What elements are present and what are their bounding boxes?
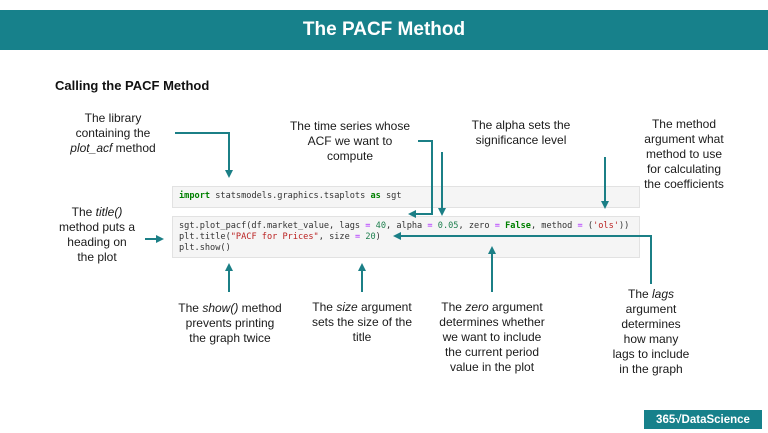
note-zero-arg-line: The zero argument	[428, 300, 556, 315]
note-size-arg-text: argument	[357, 300, 412, 314]
code-operator: =	[354, 232, 361, 242]
code-text: , size	[318, 232, 355, 242]
note-size-arg-line: title	[352, 330, 372, 344]
note-size-arg-line: sets the size of the	[311, 315, 413, 329]
note-show-fn-text: method	[238, 301, 282, 315]
code-text: plt.title(	[179, 232, 231, 242]
code-text: ))	[618, 221, 630, 231]
note-title-fn-line: The title()	[52, 205, 142, 220]
note-title-fn-line: heading on	[67, 235, 127, 249]
code-keyword: as	[370, 191, 381, 201]
page-title: The PACF Method	[302, 19, 466, 40]
note-method-line: method to use	[645, 147, 723, 161]
note-time-series-line: compute	[326, 149, 374, 163]
brand-logo: 365√DataScience	[644, 410, 762, 429]
arrow-library	[175, 132, 233, 178]
code-operator: =	[427, 221, 433, 231]
note-lags-arg-line: argument	[625, 302, 677, 316]
code-operator: =	[494, 221, 500, 231]
note-method-line: The method	[651, 117, 717, 131]
code-text: )	[375, 232, 381, 242]
code-number: 0.05	[437, 221, 459, 231]
code-text: , method	[530, 221, 578, 231]
code-number: 40	[375, 221, 386, 231]
note-zero-arg-italic: zero	[465, 300, 489, 314]
code-keyword: False	[505, 221, 531, 231]
note-method: The method argument what method to use f…	[628, 117, 740, 192]
brand-logo-text: 365√DataScience	[656, 413, 750, 426]
note-title-fn-line: method puts a	[58, 220, 136, 234]
code-text: sgt	[380, 191, 402, 201]
note-title-fn-italic: title()	[95, 205, 123, 219]
code-line-plot-pacf: sgt.plot_pacf(df.market_value, lags = 40…	[179, 221, 633, 232]
note-lags-arg-text: The	[627, 287, 652, 301]
header-banner: The PACF Method	[0, 10, 768, 50]
note-lags-arg-line: in the graph	[619, 362, 683, 376]
note-library-text: method	[112, 141, 156, 155]
note-method-line: the coefficients	[644, 177, 724, 191]
code-keyword: import	[179, 191, 211, 201]
note-library-line: The library	[84, 111, 142, 125]
note-show-fn-text: The	[178, 301, 203, 315]
note-lags-arg-line: The lags	[596, 287, 706, 302]
note-title-fn-line: the plot	[77, 250, 117, 264]
note-zero-arg-line: we want to include	[442, 330, 542, 344]
note-lags-arg-italic: lags	[652, 287, 675, 301]
note-lags-arg-line: how many	[623, 332, 679, 346]
note-zero-arg-line: value in the plot	[449, 360, 535, 374]
code-text: statsmodels.graphics.tsaplots	[210, 191, 371, 201]
note-zero-arg-line: the current period	[444, 345, 540, 359]
code-number: 20	[365, 232, 376, 242]
code-text: sgt.plot_pacf(df.market_value, lags	[179, 221, 366, 231]
note-library-line: plot_acf method	[58, 141, 168, 156]
note-show-fn-italic: show()	[202, 301, 239, 315]
note-alpha-line: The alpha sets the	[471, 118, 571, 132]
note-title-fn: The title() method puts a heading on the…	[52, 205, 142, 265]
note-library-line: containing the	[75, 126, 151, 140]
code-operator: =	[577, 221, 583, 231]
note-alpha-line: significance level	[475, 133, 567, 147]
note-lags-arg-line: lags to include	[612, 347, 690, 361]
note-show-fn-line: prevents printing	[185, 316, 275, 330]
code-text: , alpha	[386, 221, 428, 231]
note-method-line: for calculating	[646, 162, 722, 176]
note-library-italic: plot_acf	[70, 141, 113, 155]
section-title: Calling the PACF Method	[55, 78, 210, 93]
note-lags-arg-line: determines	[621, 317, 681, 331]
code-line-plt-show: plt.show()	[179, 243, 231, 253]
arrow-lags	[393, 232, 652, 284]
note-zero-arg: The zero argument determines whether we …	[428, 300, 556, 375]
note-library: The library containing the plot_acf meth…	[58, 111, 168, 156]
note-show-fn: The show() method prevents printing the …	[165, 301, 295, 346]
note-lags-arg: The lags argument determines how many la…	[596, 287, 706, 377]
code-text: (	[582, 221, 594, 231]
code-string: 'ols'	[593, 221, 619, 231]
code-line-plt-title: plt.title("PACF for Prices", size = 20)	[179, 232, 633, 243]
code-string: "PACF for Prices"	[230, 232, 319, 242]
note-size-arg-line: The size argument	[300, 300, 424, 315]
code-text: , zero	[458, 221, 495, 231]
note-zero-arg-text: argument	[488, 300, 543, 314]
note-size-arg-italic: size	[336, 300, 358, 314]
arrow-time-series	[408, 140, 433, 218]
note-alpha: The alpha sets the significance level	[456, 118, 586, 148]
code-operator: =	[365, 221, 371, 231]
note-size-arg-text: The	[312, 300, 337, 314]
note-time-series: The time series whose ACF we want to com…	[280, 119, 420, 164]
note-title-fn-text: The	[71, 205, 96, 219]
note-time-series-line: The time series whose	[289, 119, 411, 133]
code-cell-import: import statsmodels.graphics.tsaplots as …	[172, 186, 640, 208]
note-size-arg: The size argument sets the size of the t…	[300, 300, 424, 345]
note-time-series-line: ACF we want to	[307, 134, 393, 148]
note-zero-arg-text: The	[441, 300, 466, 314]
note-show-fn-line: The show() method	[165, 301, 295, 316]
note-show-fn-line: the graph twice	[189, 331, 271, 345]
note-zero-arg-line: determines whether	[439, 315, 545, 329]
note-method-line: argument what	[644, 132, 724, 146]
